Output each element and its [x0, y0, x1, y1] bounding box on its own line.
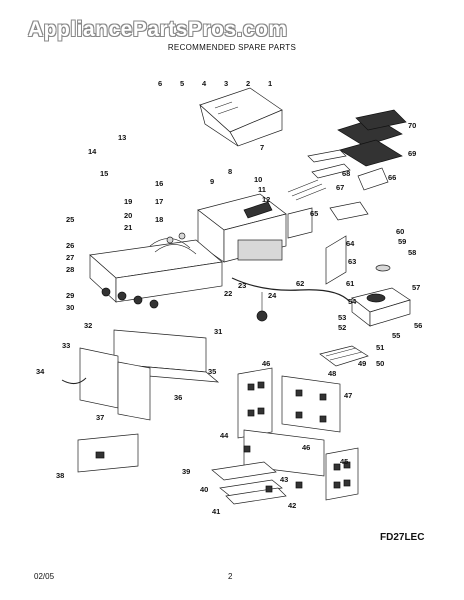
cart-side-panels — [237, 367, 359, 501]
callout-31: 31 — [214, 327, 222, 336]
callout-33: 33 — [62, 341, 70, 350]
callout-12: 12 — [262, 195, 270, 204]
callout-30: 30 — [66, 303, 74, 312]
subheader: RECOMMENDED SPARE PARTS — [167, 43, 297, 52]
callout-26: 26 — [66, 241, 74, 250]
model-code: FD27LEC — [380, 532, 425, 543]
callout-32: 32 — [84, 321, 92, 330]
callout-50: 50 — [376, 359, 384, 368]
callout-15: 15 — [100, 169, 108, 178]
callout-52: 52 — [338, 323, 346, 332]
callout-24: 24 — [268, 291, 277, 300]
cart-doors — [61, 347, 151, 421]
callout-39: 39 — [182, 467, 190, 476]
callout-56: 56 — [414, 321, 422, 330]
callout-47: 47 — [344, 391, 352, 400]
lid-assembly — [199, 87, 283, 147]
callout-69: 69 — [408, 149, 416, 158]
callout-4: 4 — [202, 79, 207, 88]
base-rail — [77, 433, 139, 473]
callout-48: 48 — [328, 369, 336, 378]
control-knobs — [101, 287, 159, 309]
callout-58: 58 — [408, 248, 416, 257]
heat-plates — [287, 149, 389, 201]
callout-20: 20 — [124, 211, 132, 220]
callout-66: 66 — [388, 173, 396, 182]
callout-17: 17 — [155, 197, 163, 206]
callout-labels: 1 2 3 4 5 6 7 8 9 10 11 12 13 14 15 16 1… — [36, 79, 422, 516]
callout-2: 2 — [246, 79, 250, 88]
callout-62: 62 — [296, 279, 304, 288]
callout-40: 40 — [200, 485, 208, 494]
callout-9: 9 — [210, 177, 214, 186]
callout-13: 13 — [118, 133, 126, 142]
callout-11: 11 — [258, 185, 266, 194]
callout-23: 23 — [238, 281, 246, 290]
callout-16: 16 — [155, 179, 163, 188]
callout-46a: 46 — [262, 359, 270, 368]
callout-51: 51 — [376, 343, 384, 352]
callout-34: 34 — [36, 367, 45, 376]
footer-date: 02/05 — [34, 572, 55, 581]
callout-21: 21 — [124, 223, 132, 232]
callout-27: 27 — [66, 253, 74, 262]
callout-46b: 46 — [302, 443, 310, 452]
callout-29: 29 — [66, 291, 74, 300]
callout-45: 45 — [340, 457, 348, 466]
callout-43: 43 — [280, 475, 288, 484]
callout-6: 6 — [158, 79, 162, 88]
callout-64: 64 — [346, 239, 355, 248]
callout-38: 38 — [56, 471, 64, 480]
callout-25: 25 — [66, 215, 74, 224]
callout-41: 41 — [212, 507, 220, 516]
callout-57: 57 — [412, 283, 420, 292]
callout-68: 68 — [342, 169, 350, 178]
warming-rack — [319, 345, 369, 367]
callout-37: 37 — [96, 413, 104, 422]
callout-5: 5 — [180, 79, 184, 88]
callout-67: 67 — [336, 183, 344, 192]
callout-44: 44 — [220, 431, 229, 440]
callout-70: 70 — [408, 121, 416, 130]
callout-59: 59 — [398, 237, 406, 246]
callout-54: 54 — [348, 297, 357, 306]
callout-49: 49 — [358, 359, 366, 368]
callout-28: 28 — [66, 265, 74, 274]
callout-36: 36 — [174, 393, 182, 402]
callout-53: 53 — [338, 313, 346, 322]
callout-18: 18 — [155, 215, 163, 224]
callout-1: 1 — [268, 79, 272, 88]
callout-61: 61 — [346, 279, 354, 288]
bottom-tray-casters — [211, 445, 303, 505]
gas-hose-regulator — [231, 277, 351, 322]
callout-42: 42 — [288, 501, 296, 510]
side-burner — [351, 264, 411, 327]
callout-10: 10 — [254, 175, 262, 184]
callout-3: 3 — [224, 79, 228, 88]
callout-60: 60 — [396, 227, 404, 236]
callout-14: 14 — [88, 147, 97, 156]
callout-35: 35 — [208, 367, 216, 376]
callout-63: 63 — [348, 257, 356, 266]
callout-19: 19 — [124, 197, 132, 206]
footer-page-number: 2 — [228, 572, 233, 581]
callout-8: 8 — [228, 167, 232, 176]
firebox — [197, 193, 287, 263]
callout-65: 65 — [310, 209, 318, 218]
cooking-grates — [337, 109, 407, 167]
callout-55: 55 — [392, 331, 400, 340]
watermark-logo: AppliancePartsPros.com — [28, 18, 288, 41]
callout-7: 7 — [260, 143, 264, 152]
side-panels — [287, 201, 369, 285]
callout-22: 22 — [224, 289, 232, 298]
